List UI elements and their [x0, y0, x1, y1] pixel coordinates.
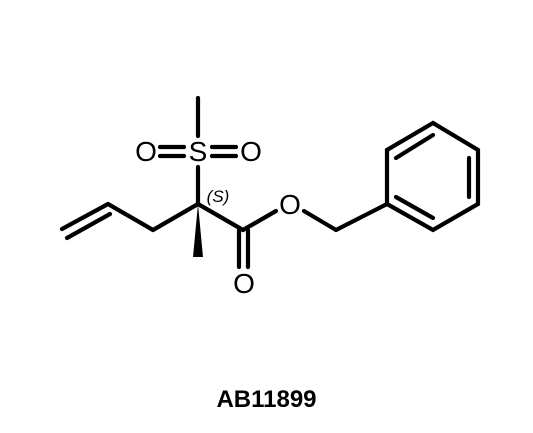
bond-stereocenter-to-carbonyl	[195, 201, 246, 233]
stereo-descriptor: (S)	[207, 187, 230, 206]
phenyl-inner-bond-1	[393, 132, 436, 161]
bond-vinyl-double-2	[64, 211, 113, 241]
bond-carbonyl-to-ester-oxygen	[240, 208, 279, 233]
phenyl-ring	[384, 120, 481, 233]
bond-ester-oxygen-to-ch2	[301, 208, 339, 233]
wedge-bond-methyl	[193, 204, 203, 257]
atom-sulfonyl-oxygen-right: O	[240, 136, 262, 167]
bond-vinyl-double-1	[59, 201, 111, 232]
atom-sulfonyl-oxygen-left: O	[135, 136, 157, 167]
phenyl-inner-bond-3	[393, 194, 436, 221]
compound-id-label: AB11899	[216, 386, 317, 413]
bond-vinyl-to-ch2	[105, 201, 156, 233]
atom-ester-oxygen: O	[279, 189, 301, 220]
bond-ch2-to-stereocenter	[150, 201, 201, 233]
bond-ch2-to-phenyl	[333, 201, 390, 233]
atom-carbonyl-oxygen: O	[233, 268, 255, 299]
atom-sulfur: S	[189, 136, 208, 167]
